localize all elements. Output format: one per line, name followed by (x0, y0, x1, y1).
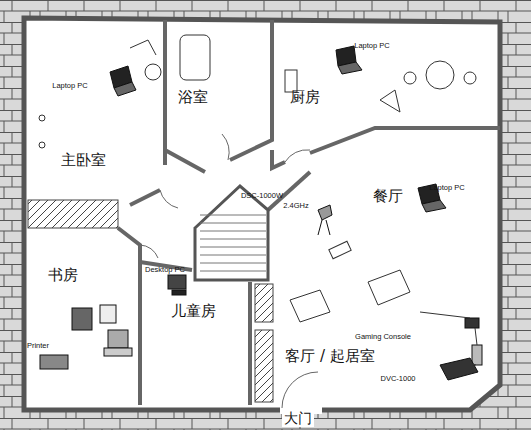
room-name: 主卧室 (61, 152, 106, 169)
room-name: 书房 (48, 267, 78, 284)
stair-step (200, 215, 266, 216)
door-arcs (140, 134, 310, 258)
room-name: 餐厅 (373, 188, 403, 205)
closet (28, 200, 118, 228)
stair-step (200, 271, 266, 272)
device-label: DVC-1000 (380, 375, 415, 383)
closet (255, 284, 273, 322)
door-label: 大门 (282, 411, 314, 426)
stair-step (200, 231, 266, 232)
room-name: 儿童房 (171, 303, 216, 320)
room: 书房 (46, 266, 80, 285)
outer-wall (24, 18, 500, 410)
room: 客厅 / 起居室 (283, 347, 377, 366)
stair-step (200, 255, 266, 256)
stair-step (200, 263, 266, 264)
stairs (195, 186, 268, 280)
stair-step (200, 223, 266, 224)
device-label: DSC-1000W (241, 192, 283, 200)
room: 厨房 (288, 88, 322, 107)
device-label: Gaming Console (355, 333, 411, 341)
device-label: Laptop PC (354, 42, 389, 50)
closet (255, 330, 273, 402)
device-label: Printer (27, 342, 49, 350)
room: 儿童房 (169, 302, 218, 321)
room: 餐厅 (371, 187, 405, 206)
room: 浴室 (176, 88, 210, 107)
room-name: 浴室 (178, 89, 208, 106)
room-name: 客厅 / 起居室 (285, 348, 375, 365)
furniture (39, 35, 476, 322)
device-label: 2.4GHz (283, 202, 308, 210)
room: 主卧室 (59, 151, 108, 170)
device-label: Laptop PC (429, 184, 464, 192)
devices (40, 46, 482, 380)
room-name: 厨房 (290, 89, 320, 106)
stair-step (200, 239, 266, 240)
interior-walls (118, 20, 500, 405)
device-label: Laptop PC (52, 82, 87, 90)
stair-step (200, 247, 266, 248)
door-arc (282, 372, 318, 408)
device-label: Desktop PC (145, 266, 185, 274)
